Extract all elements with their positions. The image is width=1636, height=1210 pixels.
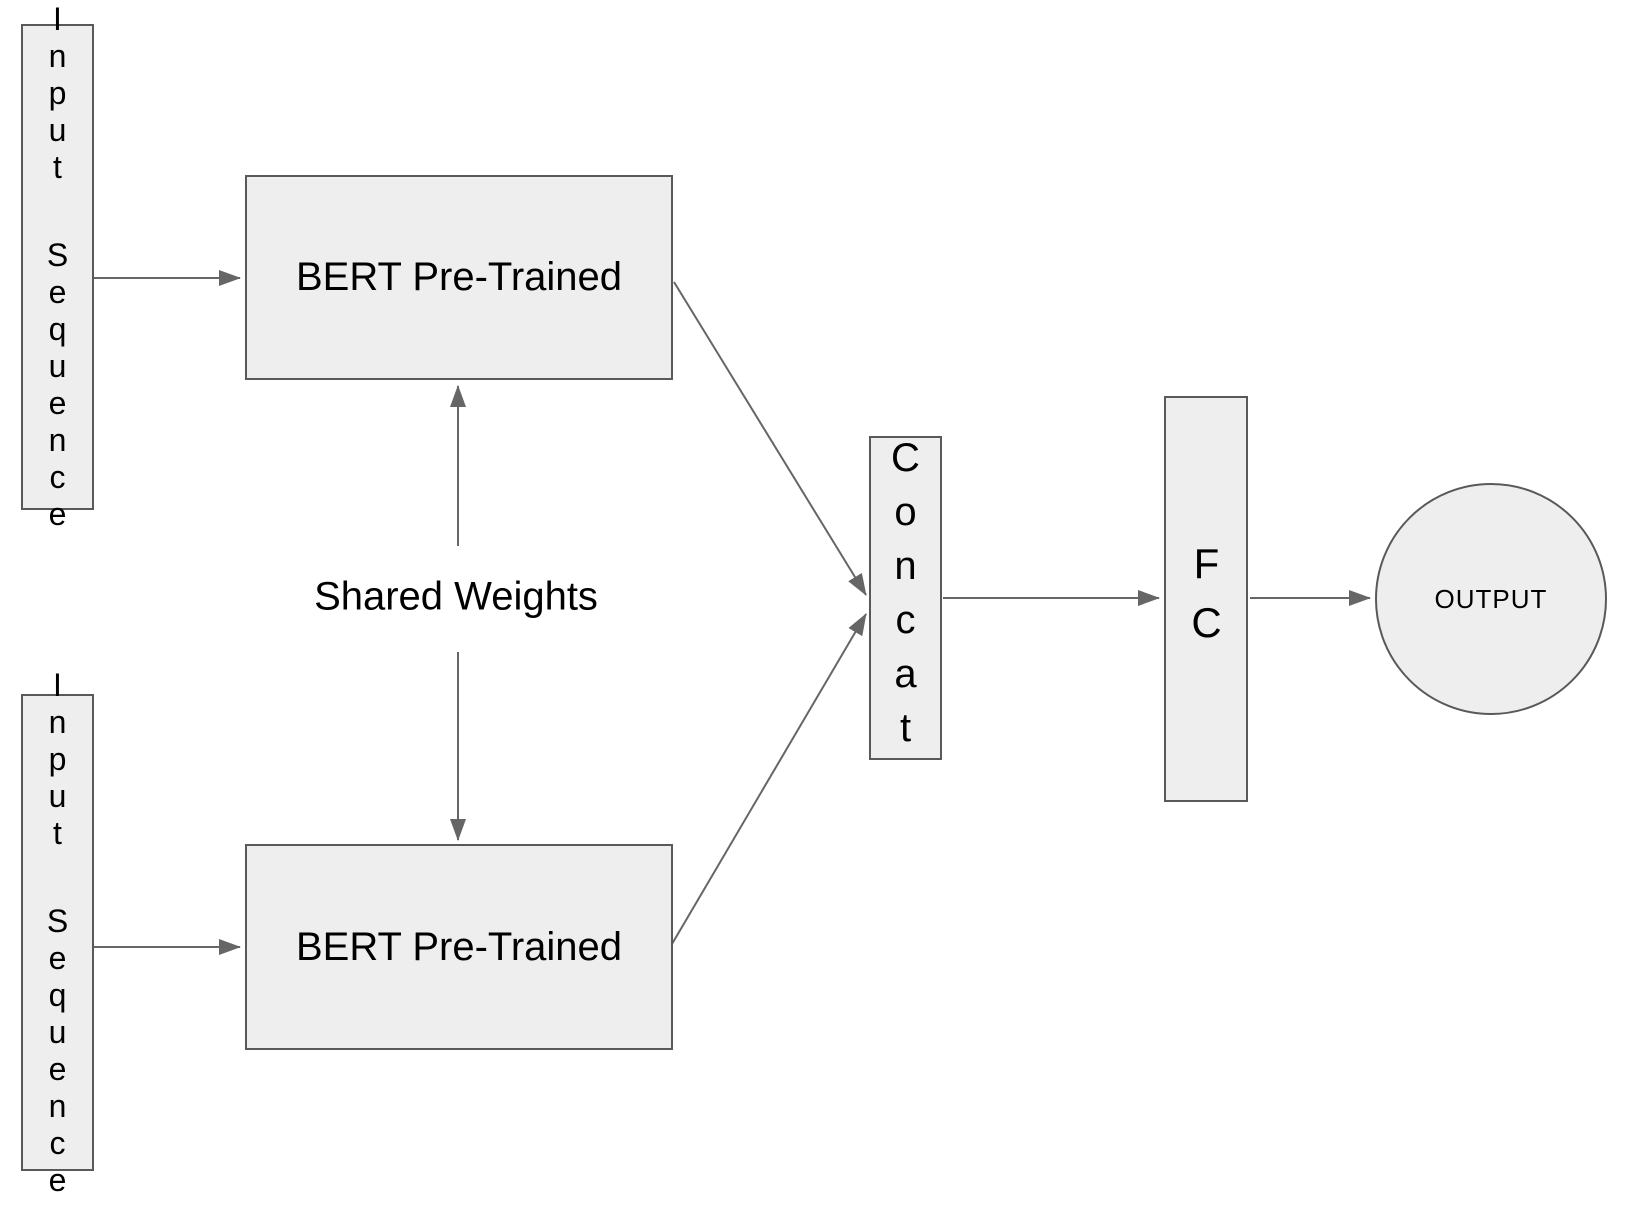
node-concat: Concat — [869, 436, 942, 760]
node-bert-pretrained-bottom: BERT Pre-Trained — [245, 844, 673, 1050]
input-sequence-bottom-label: Input Sequence — [39, 666, 76, 1199]
input-sequence-top-label: Input Sequence — [39, 1, 76, 533]
node-input-sequence-bottom: Input Sequence — [21, 667, 94, 1199]
bert-pretrained-top-label: BERT Pre-Trained — [295, 255, 623, 299]
arrow-bert-bottom-to-concat — [671, 613, 867, 945]
fc-label: FC — [1183, 540, 1230, 658]
node-bert-pretrained-top: BERT Pre-Trained — [245, 175, 673, 380]
node-fc: FC — [1164, 396, 1248, 802]
shared-weights-annotation: Shared Weights — [314, 574, 598, 620]
arrow-bert-top-to-concat — [673, 281, 867, 596]
node-input-sequence-top: Input Sequence — [21, 1, 94, 533]
concat-label: Concat — [883, 436, 928, 760]
bert-pretrained-bottom-label: BERT Pre-Trained — [295, 924, 623, 969]
output-label: OUTPUT — [1434, 583, 1548, 614]
node-output: OUTPUT — [1375, 483, 1607, 715]
